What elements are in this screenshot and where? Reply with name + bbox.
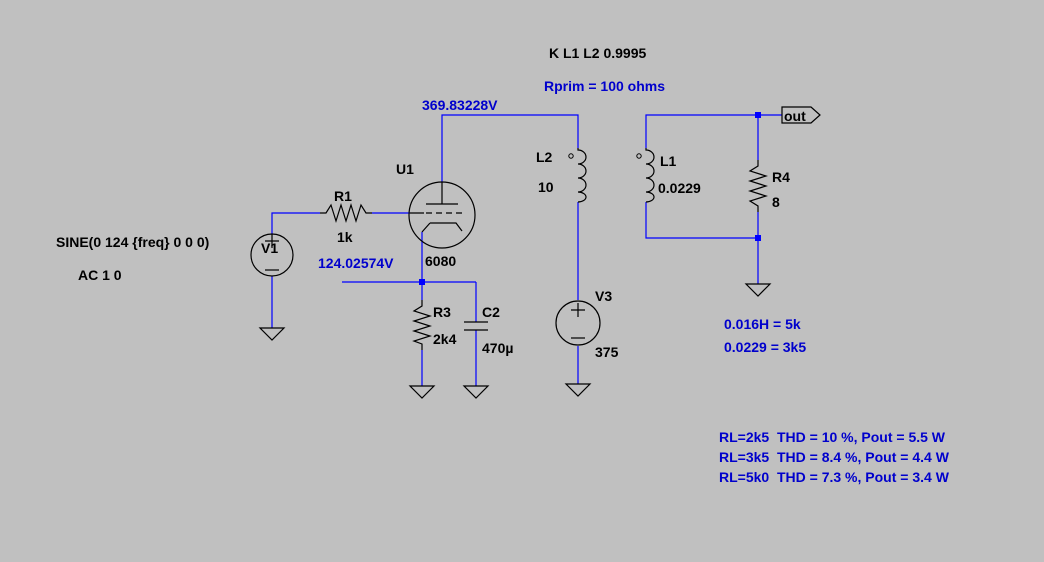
ground-icon xyxy=(408,385,436,399)
l2-name: L2 xyxy=(536,149,553,165)
capacitor-c2[interactable]: C2 470µ xyxy=(464,304,513,356)
ground-icon xyxy=(258,327,286,341)
net-label-out-text: out xyxy=(784,108,806,124)
r4-value: 8 xyxy=(772,194,780,210)
cathode-voltage-label: 124.02574V xyxy=(318,255,394,271)
polarity-dot-icon xyxy=(568,153,574,159)
ground-icon xyxy=(744,283,772,297)
rprim-note: Rprim = 100 ohms xyxy=(544,78,665,94)
polarity-dot-icon xyxy=(636,153,642,159)
resistor-r4[interactable]: R4 8 xyxy=(747,160,790,212)
u1-value: 6080 xyxy=(425,253,456,269)
r4-name: R4 xyxy=(772,169,790,185)
voltage-source-v1[interactable]: V1 xyxy=(250,233,294,277)
wires xyxy=(271,114,782,386)
r1-value: 1k xyxy=(337,229,353,245)
l1-name: L1 xyxy=(660,153,677,169)
l2-value: 10 xyxy=(538,179,554,195)
vacuum-tube-u1[interactable]: U1 6080 xyxy=(396,161,476,269)
source-function: SINE(0 124 {freq} 0 0 0) xyxy=(56,234,209,250)
v3-value: 375 xyxy=(595,344,619,360)
r1-name: R1 xyxy=(334,188,352,204)
result-line-2: RL=3k5 THD = 8.4 %, Pout = 4.4 W xyxy=(719,449,950,465)
result-line-3: RL=5k0 THD = 7.3 %, Pout = 3.4 W xyxy=(719,469,950,485)
ground-icon xyxy=(564,383,592,397)
junction-dots xyxy=(419,112,761,285)
coupling-directive: K L1 L2 0.9995 xyxy=(549,45,646,61)
c2-value: 470µ xyxy=(482,340,513,356)
inductor-l1[interactable]: L1 0.0229 xyxy=(636,148,701,203)
resistor-r3[interactable]: R3 2k4 xyxy=(411,300,457,350)
l1-value: 0.0229 xyxy=(658,180,701,196)
impedance-note-2: 0.0229 = 3k5 xyxy=(724,339,806,355)
ground-symbols xyxy=(258,283,772,399)
result-line-1: RL=2k5 THD = 10 %, Pout = 5.5 W xyxy=(719,429,946,445)
inductor-l2[interactable]: L2 10 xyxy=(536,148,587,203)
r3-value: 2k4 xyxy=(433,331,457,347)
resistor-r1[interactable]: R1 1k xyxy=(320,188,372,245)
r3-name: R3 xyxy=(433,304,451,320)
ac-directive: AC 1 0 xyxy=(78,267,122,283)
impedance-note-1: 0.016H = 5k xyxy=(724,316,801,332)
net-label-out[interactable]: out xyxy=(781,106,821,124)
c2-name: C2 xyxy=(482,304,500,320)
u1-name: U1 xyxy=(396,161,414,177)
v1-name: V1 xyxy=(261,240,278,256)
plate-voltage-label: 369.83228V xyxy=(422,97,498,113)
voltage-source-v3[interactable]: V3 375 xyxy=(555,288,619,360)
ground-icon xyxy=(462,385,490,399)
v3-name: V3 xyxy=(595,288,612,304)
